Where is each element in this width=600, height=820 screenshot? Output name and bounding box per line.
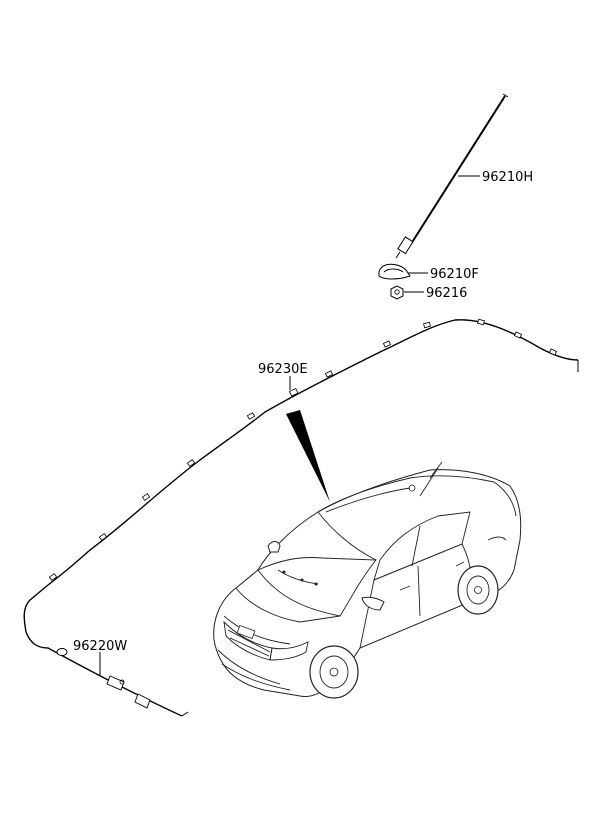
part-label-96220W: 96220W [73, 639, 127, 654]
extension-cable [25, 631, 189, 717]
part-label-96230E: 96230E [258, 362, 308, 377]
antenna-base [378, 263, 411, 280]
antenna-rod [395, 93, 509, 259]
car-illustration [213, 461, 522, 699]
feeder-cable [23, 318, 579, 633]
part-label-96210H: 96210H [482, 170, 533, 185]
part-label-96210F: 96210F [430, 267, 479, 282]
antenna-nut [390, 285, 404, 300]
location-pointer [286, 410, 330, 502]
part-label-96216: 96216 [426, 286, 467, 301]
